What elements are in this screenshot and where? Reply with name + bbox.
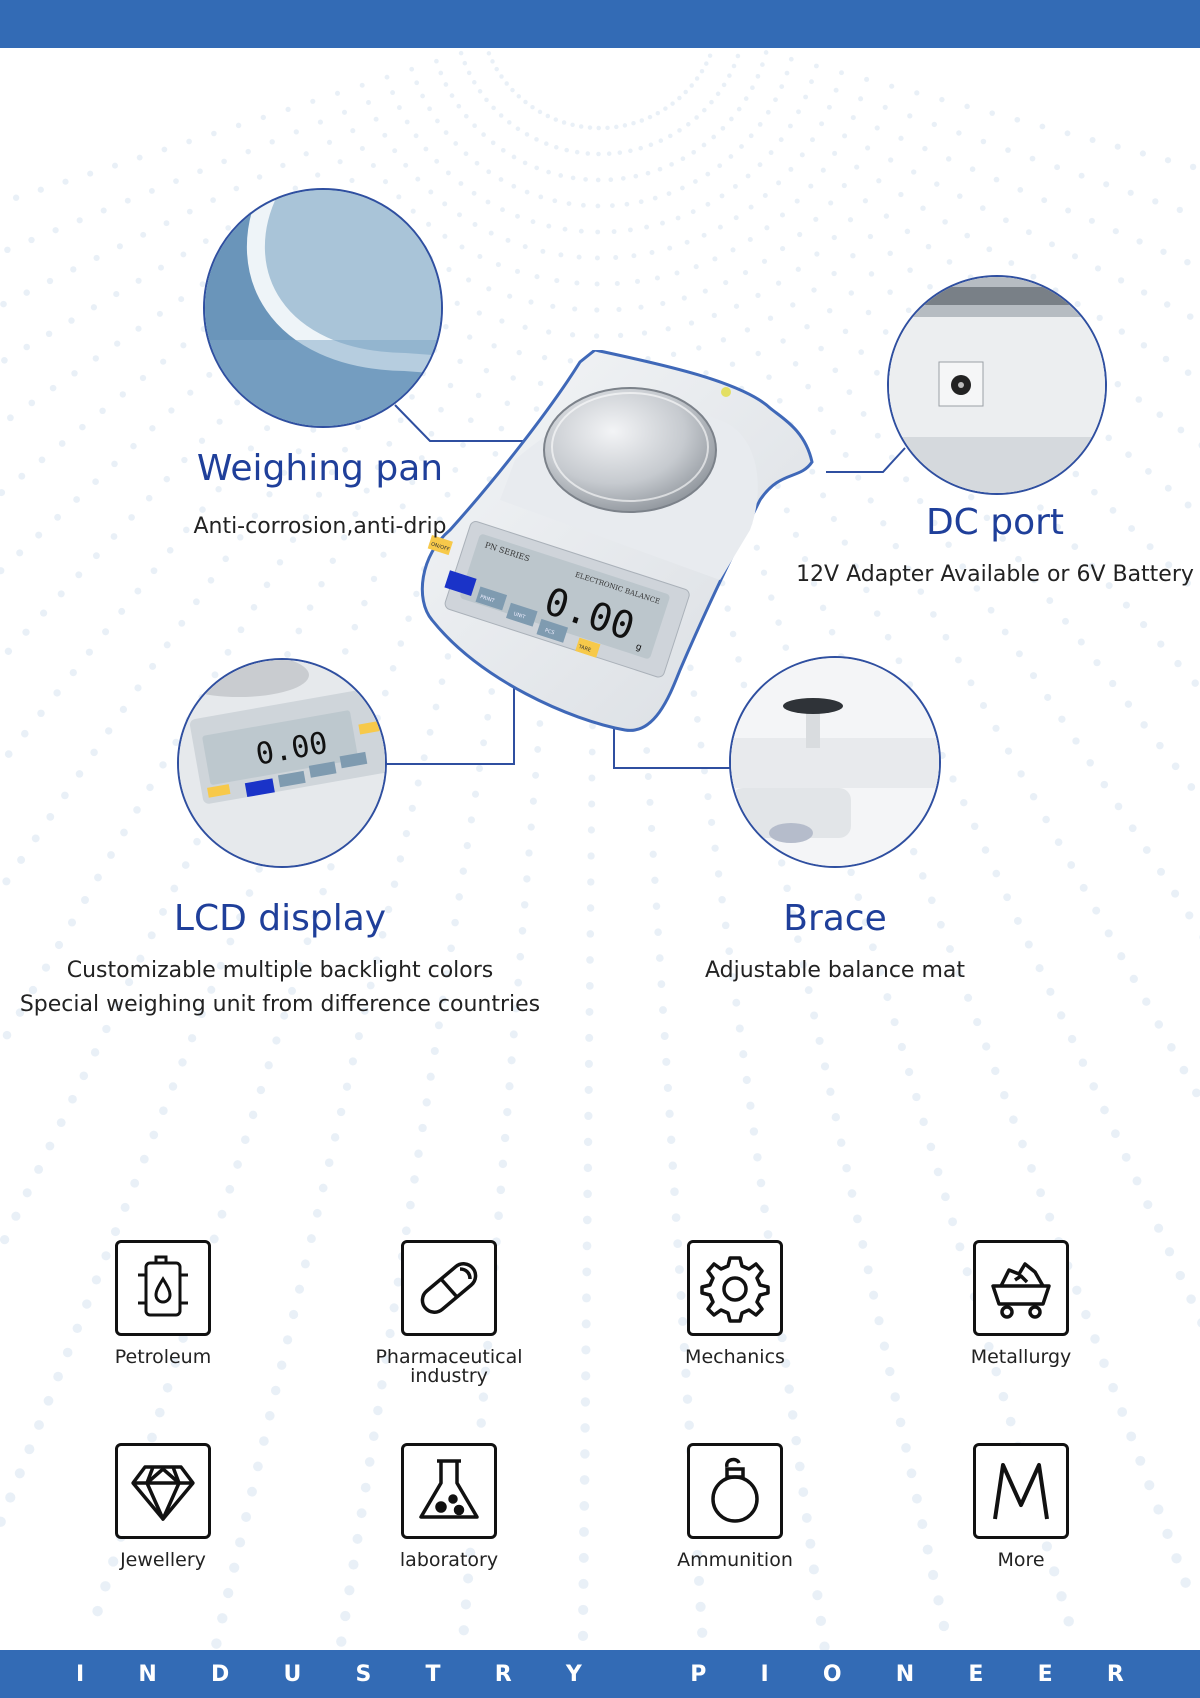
gear-icon xyxy=(687,1240,783,1336)
brace-callout: Brace xyxy=(685,898,985,939)
scale-print-key: PRINT xyxy=(479,594,496,605)
banner-letter: P xyxy=(690,1661,707,1687)
letter-m-icon xyxy=(973,1443,1069,1539)
banner-letter: I xyxy=(760,1661,769,1687)
oil-barrel-icon xyxy=(115,1240,211,1336)
banner-letter: D xyxy=(210,1661,230,1687)
banner-letter: R xyxy=(1106,1661,1124,1687)
industry-pharmaceutical: Pharmaceutical industry xyxy=(349,1240,549,1386)
industry-label: Pharmaceutical industry xyxy=(375,1346,523,1387)
banner-letter: S xyxy=(355,1661,372,1687)
industry-label: Petroleum xyxy=(114,1346,212,1368)
dc-port-callout: DC port xyxy=(830,502,1160,543)
banner-letter: N xyxy=(138,1661,157,1687)
dc-port-title: DC port xyxy=(925,502,1065,543)
brace-desc: Adjustable balance mat xyxy=(685,954,985,988)
weighing-pan-title: Weighing pan xyxy=(196,448,444,489)
brace-closeup xyxy=(729,656,941,868)
lcd-display-title: LCD display xyxy=(173,898,387,939)
lcd-display-subtitle-1: Customizable multiple backlight colors xyxy=(66,958,494,983)
industry-laboratory: laboratory xyxy=(349,1443,549,1570)
brace-title: Brace xyxy=(783,898,887,939)
industry-label: Jewellery xyxy=(120,1549,206,1571)
industry-label: Ammunition xyxy=(677,1549,793,1571)
lcd-display-closeup: 0.00 xyxy=(177,658,387,868)
scale-tare-key: TARE xyxy=(577,644,592,654)
banner-letter: E xyxy=(1037,1661,1053,1687)
banner-letter: O xyxy=(822,1661,842,1687)
industry-pioneer-banner: I N D U S T R Y P I O N E E R xyxy=(0,1650,1200,1698)
banner-letter: R xyxy=(494,1661,512,1687)
lcd-display-desc: Customizable multiple backlight colors S… xyxy=(5,954,555,1022)
lcd-display-callout: LCD display xyxy=(80,898,480,939)
capsule-icon xyxy=(401,1240,497,1336)
industry-more: More xyxy=(921,1443,1121,1570)
dc-port-subtitle: 12V Adapter Available or 6V Battery xyxy=(796,562,1194,587)
banner-letter: T xyxy=(425,1661,441,1687)
diamond-icon xyxy=(115,1443,211,1539)
industry-petroleum: Petroleum xyxy=(63,1240,263,1367)
industry-label: More xyxy=(997,1549,1045,1571)
scale-onoff-key: ON/OFF xyxy=(430,541,450,553)
banner-letter: U xyxy=(283,1661,302,1687)
grenade-icon xyxy=(687,1443,783,1539)
flask-icon xyxy=(401,1443,497,1539)
electronic-balance-image: PN SERIES ELECTRONIC BALANCE 0.00 g ON/O… xyxy=(420,350,814,732)
banner-letter: E xyxy=(968,1661,984,1687)
dc-port-desc: 12V Adapter Available or 6V Battery xyxy=(795,558,1195,592)
top-banner xyxy=(0,0,1200,48)
weighing-pan-callout: Weighing pan xyxy=(150,448,490,489)
dc-port-closeup xyxy=(887,275,1107,495)
lcd-display-subtitle-2: Special weighing unit from difference co… xyxy=(19,992,541,1017)
weighing-pan-desc: Anti-corrosion,anti-drip xyxy=(150,510,490,544)
weighing-pan-subtitle: Anti-corrosion,anti-drip xyxy=(193,514,447,539)
banner-letter: I xyxy=(76,1661,85,1687)
ore-cart-icon xyxy=(973,1240,1069,1336)
industry-ammunition: Ammunition xyxy=(635,1443,835,1570)
scale-unit-key: UNIT xyxy=(513,611,527,621)
industry-metallurgy: Metallurgy xyxy=(921,1240,1121,1367)
weighing-pan-closeup xyxy=(203,188,443,428)
scale-pcs-key: PCS xyxy=(544,628,555,637)
industry-label: Metallurgy xyxy=(970,1346,1072,1368)
brace-subtitle: Adjustable balance mat xyxy=(704,958,965,983)
industry-label: laboratory xyxy=(399,1549,499,1571)
industry-mechanics: Mechanics xyxy=(635,1240,835,1367)
scale-lcd-unit: g xyxy=(634,642,643,653)
industry-jewellery: Jewellery xyxy=(63,1443,263,1570)
industry-label: Mechanics xyxy=(685,1346,785,1368)
banner-letter: N xyxy=(895,1661,915,1687)
banner-letter: Y xyxy=(565,1661,582,1687)
